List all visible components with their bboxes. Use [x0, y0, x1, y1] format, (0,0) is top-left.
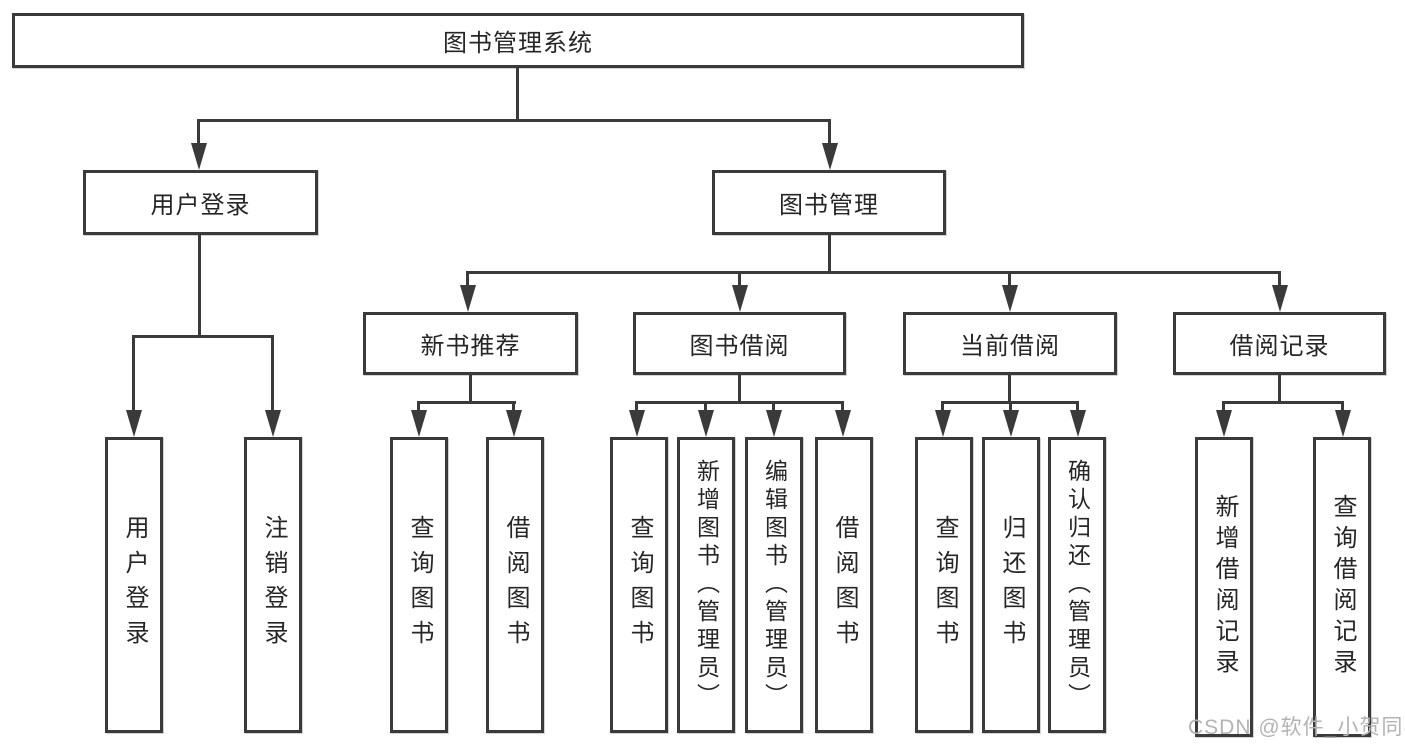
arrow-down-icon: [822, 143, 838, 170]
arrow-down-icon: [191, 143, 207, 170]
arrow-down-icon: [126, 410, 142, 437]
node-current-borrowing: 当前借阅: [903, 312, 1117, 375]
arrow-down-icon: [1335, 410, 1351, 437]
leaf-search-books-borrowing: 查询图书: [610, 437, 668, 733]
node-new-book-recommendation: 新书推荐: [363, 312, 578, 375]
node-label: 注销登录: [260, 515, 287, 655]
leaf-add-borrow-record: 新增借阅记录: [1195, 437, 1253, 737]
connector-line: [828, 119, 831, 146]
node-label: 图书管理: [779, 192, 879, 219]
node-library-management-system: 图书管理系统: [12, 13, 1024, 68]
leaf-logout: 注销登录: [244, 437, 302, 733]
arrow-down-icon: [766, 410, 782, 437]
connector-line: [469, 375, 472, 404]
connector-line: [466, 271, 469, 288]
connector-line: [1341, 401, 1344, 413]
connector-line: [197, 119, 831, 122]
arrow-down-icon: [265, 410, 281, 437]
node-borrow-records: 借阅记录: [1173, 312, 1386, 375]
connector-line: [1008, 375, 1011, 404]
csdn-watermark: CSDN @软件_小贺同学: [1188, 716, 1405, 739]
connector-line: [1278, 375, 1281, 404]
node-label: 查询图书: [931, 515, 958, 655]
arrow-down-icon: [835, 410, 851, 437]
leaf-search-borrow-record: 查询借阅记录: [1313, 437, 1371, 737]
connector-line: [516, 68, 519, 121]
node-label: 查询图书: [406, 515, 433, 655]
arrow-down-icon: [460, 285, 476, 312]
connector-line: [512, 401, 515, 413]
node-label: 当前借阅: [960, 333, 1060, 360]
arrow-down-icon: [732, 285, 748, 312]
arrow-down-icon: [1003, 410, 1019, 437]
connector-line: [1222, 401, 1344, 404]
node-label: 查询借阅记录: [1329, 494, 1356, 680]
node-label: 查询图书: [626, 515, 653, 655]
connector-line: [1008, 271, 1011, 288]
connector-line: [704, 401, 707, 413]
connector-line: [466, 271, 1281, 274]
leaf-search-books-current: 查询图书: [915, 437, 973, 733]
node-label: 用户登录: [121, 515, 148, 655]
arrow-down-icon: [1272, 285, 1288, 312]
node-label: 图书借阅: [689, 333, 790, 360]
connector-line: [1278, 271, 1281, 288]
node-label: 确认归还（管理员）: [1064, 459, 1091, 711]
node-label: 用户登录: [150, 192, 251, 219]
node-label: 新书推荐: [420, 333, 521, 360]
leaf-borrow-books-recommend: 借阅图书: [486, 437, 544, 733]
arrow-down-icon: [1002, 285, 1018, 312]
node-label: 编辑图书（管理员）: [761, 459, 788, 711]
node-label: 新增图书（管理员）: [693, 459, 720, 711]
leaf-borrow-books-borrowing: 借阅图书: [815, 437, 873, 733]
arrow-down-icon: [1070, 410, 1086, 437]
connector-line: [132, 335, 274, 338]
connector-line: [738, 375, 741, 404]
node-label: 归还图书: [998, 515, 1025, 655]
node-label: 借阅记录: [1229, 333, 1330, 360]
node-book-borrowing: 图书借阅: [633, 312, 846, 375]
connector-line: [941, 401, 944, 413]
leaf-return-books: 归还图书: [982, 437, 1040, 733]
arrow-down-icon: [698, 410, 714, 437]
connector-line: [417, 401, 420, 413]
connector-line: [1222, 401, 1225, 413]
connector-line: [417, 401, 516, 404]
connector-line: [772, 401, 775, 413]
connector-line: [635, 401, 638, 413]
leaf-confirm-return-admin: 确认归还（管理员）: [1048, 437, 1106, 733]
node-book-management: 图书管理: [712, 170, 946, 235]
leaf-add-books-admin: 新增图书（管理员）: [677, 437, 735, 733]
node-label: 图书管理系统: [443, 30, 593, 57]
leaf-search-books-recommend: 查询图书: [390, 437, 448, 733]
connector-line: [1076, 401, 1079, 413]
arrow-down-icon: [629, 410, 645, 437]
connector-line: [132, 335, 135, 412]
node-label: 新增借阅记录: [1211, 494, 1238, 680]
arrow-down-icon: [411, 410, 427, 437]
connector-line: [841, 401, 844, 413]
node-label: 借阅图书: [831, 515, 858, 655]
connector-line: [198, 235, 201, 338]
leaf-user-login: 用户登录: [105, 437, 163, 733]
connector-line: [828, 235, 831, 274]
connector-line: [635, 401, 844, 404]
arrow-down-icon: [1216, 410, 1232, 437]
leaf-edit-books-admin: 编辑图书（管理员）: [745, 437, 803, 733]
arrow-down-icon: [935, 410, 951, 437]
node-label: 借阅图书: [502, 515, 529, 655]
arrow-down-icon: [506, 410, 522, 437]
connector-line: [738, 271, 741, 288]
node-user-login: 用户登录: [83, 170, 318, 235]
connector-line: [197, 119, 200, 146]
connector-line: [1009, 401, 1012, 413]
connector-line: [271, 335, 274, 412]
